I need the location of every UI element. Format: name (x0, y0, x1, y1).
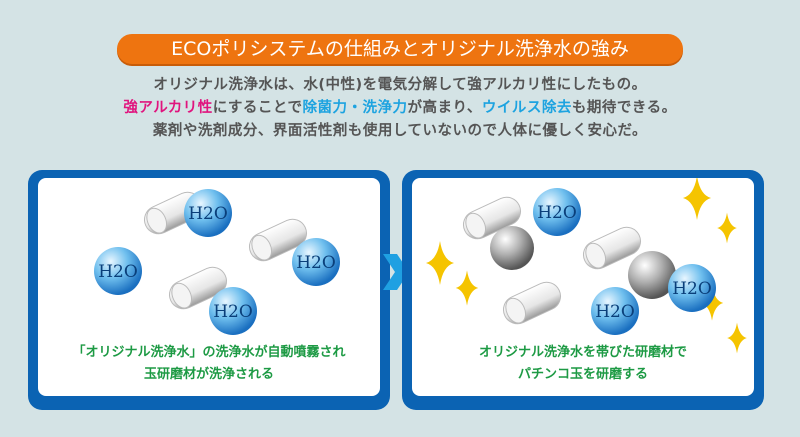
svg-text:H2O: H2O (595, 302, 635, 322)
sparkle-icon (455, 270, 479, 306)
sparkle-icon (426, 241, 454, 285)
water-molecule: H2O (184, 189, 232, 237)
highlight-virus: ウイルス除去 (481, 100, 572, 116)
intro-line-1: オリジナル洗浄水は、水(中性)を電気分解して強アルカリ性にしたもの。 (153, 77, 647, 93)
water-molecule: H2O (591, 287, 639, 335)
svg-text:H2O: H2O (672, 279, 712, 299)
text: が高まり、 (407, 100, 482, 116)
polishing-illustration: H2O H2O H2O (426, 178, 747, 354)
highlight-alkaline: 強アルカリ性 (123, 100, 213, 116)
water-molecule: H2O (209, 287, 257, 335)
highlight-cleaning: 除菌力・洗浄力 (302, 100, 408, 116)
svg-text:H2O: H2O (537, 203, 577, 223)
panel-washing: H2O H2O H2O H2O 「オリジナル洗浄水」の洗浄水が自動噴霧され 玉研… (28, 170, 390, 410)
svg-text:H2O: H2O (213, 302, 253, 322)
caption-line: 「オリジナル洗浄水」の洗浄水が自動噴霧され (72, 345, 346, 360)
water-molecule: H2O (292, 238, 340, 286)
panel-caption: 「オリジナル洗浄水」の洗浄水が自動噴霧され 玉研磨材が洗浄される (38, 342, 380, 386)
caption-line: オリジナル洗浄水を帯びた研磨材で (478, 345, 687, 360)
water-molecule: H2O (668, 264, 716, 312)
panel-caption: オリジナル洗浄水を帯びた研磨材で パチンコ玉を研磨する (412, 342, 754, 386)
page-title: ECOポリシステムの仕組みとオリジナル洗浄水の強み (117, 34, 683, 64)
intro-line-2: 強アルカリ性にすることで除菌力・洗浄力が高まり、ウイルス除去も期待できる。 (0, 97, 800, 120)
caption-line: パチンコ玉を研磨する (517, 367, 648, 382)
intro-text: オリジナル洗浄水は、水(中性)を電気分解して強アルカリ性にしたもの。 強アルカリ… (0, 74, 800, 143)
abrasive-cylinder (498, 277, 566, 329)
svg-text:H2O: H2O (296, 253, 336, 273)
sparkle-icon (683, 178, 711, 220)
text: にすることで (212, 100, 303, 116)
washing-illustration: H2O H2O H2O H2O (94, 187, 340, 335)
intro-line-3: 薬剤や洗剤成分、界面活性剤も使用していないので人体に優しく安心だ。 (152, 123, 648, 139)
svg-text:H2O: H2O (98, 262, 138, 282)
pachinko-ball (490, 226, 534, 270)
caption-line: 玉研磨材が洗浄される (143, 367, 274, 382)
pachinko-ball (628, 251, 676, 299)
panel-polishing: H2O H2O H2O オリジナル洗浄水を帯びた研磨材で パチンコ玉を研磨する (402, 170, 764, 410)
sparkle-icon (717, 212, 737, 244)
text: も期待できる。 (571, 100, 677, 116)
svg-text:H2O: H2O (188, 204, 228, 224)
water-molecule: H2O (94, 247, 142, 295)
water-molecule: H2O (533, 188, 581, 236)
